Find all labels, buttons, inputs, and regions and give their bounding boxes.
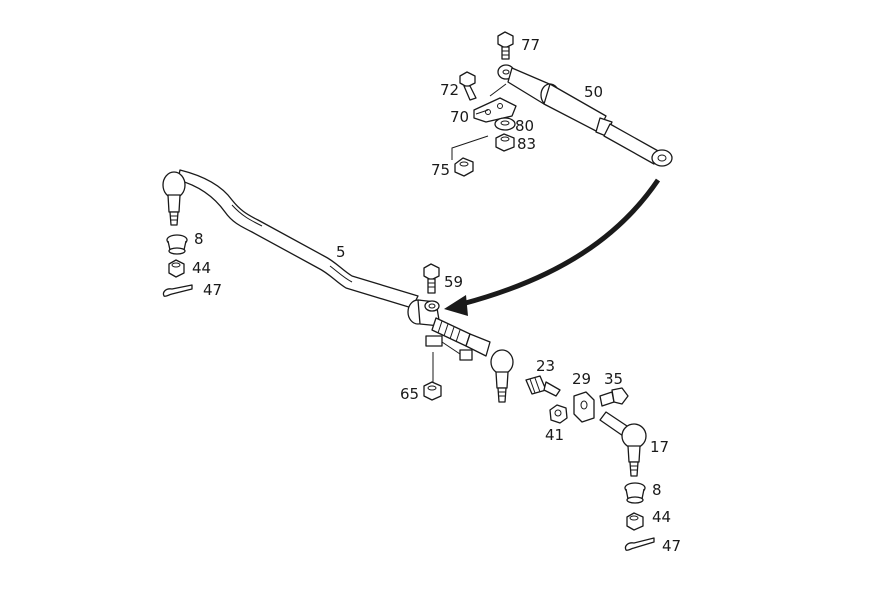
clamp-29 [573,391,595,423]
label-47-right: 47 [662,537,681,555]
bolt-35 [599,387,629,407]
left-hardware [162,234,193,297]
inner-ball-joint [490,349,514,403]
cotter-pin-47-left [162,284,193,297]
nut-75 [451,135,489,177]
label-17: 17 [650,438,669,456]
label-47-left: 47 [203,281,222,299]
damper-50 [497,64,673,167]
nut-83 [495,133,515,152]
bolt-77 [497,31,514,60]
tie-rod [162,169,514,403]
label-65: 65 [400,385,419,403]
label-72: 72 [440,81,459,99]
label-23: 23 [536,357,555,375]
outer-tie-rod-end-17 [599,411,647,477]
label-29: 29 [572,370,591,388]
label-8-right: 8 [652,481,662,499]
nut-44-left [168,259,185,278]
callout-labels: 5 8 44 47 59 65 23 41 29 35 17 8 44 47 7… [192,36,681,555]
leader-lines [475,83,507,115]
boot-8-right [624,482,646,504]
label-70: 70 [450,108,469,126]
bracket-70 [473,97,517,123]
label-44-right: 44 [652,508,671,526]
label-8-left: 8 [194,230,204,248]
boot-8-left [166,234,188,255]
label-75: 75 [431,161,450,179]
nut-65 [423,352,442,401]
threaded-adapter-23 [525,375,561,397]
label-44-left: 44 [192,259,211,277]
label-5: 5 [336,243,346,261]
cotter-pin-47-right [624,537,655,551]
label-50: 50 [584,83,603,101]
label-77: 77 [521,36,540,54]
adjusting-clamp [407,299,441,327]
nut-44-right [626,512,644,531]
label-80: 80 [515,117,534,135]
washer-80 [494,117,516,131]
label-83: 83 [517,135,536,153]
nut-41 [549,404,568,424]
assembly-arrow [444,178,661,316]
left-ball-joint [162,171,186,226]
label-35: 35 [604,370,623,388]
right-hardware [624,482,655,551]
bolt-59 [423,263,440,294]
label-41: 41 [545,426,564,444]
threaded-sleeve [431,317,491,357]
clamp-bolt [425,335,473,361]
bolt-72 [459,71,477,101]
label-59: 59 [444,273,463,291]
